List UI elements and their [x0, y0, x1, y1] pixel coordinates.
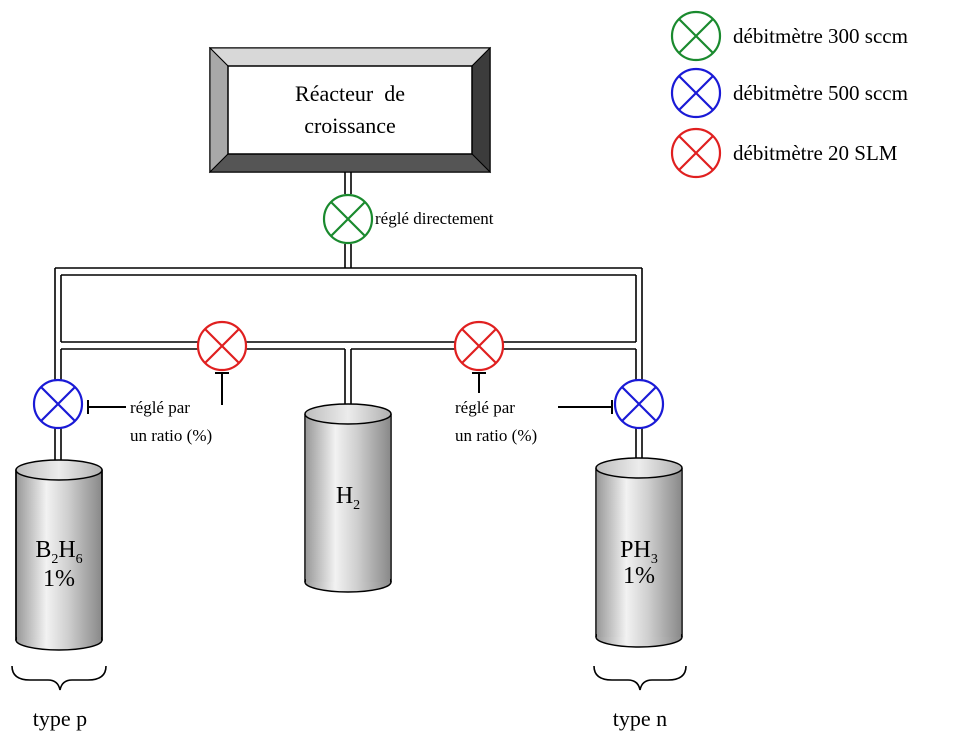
cylinder-b2h6-formula: B2H6: [35, 537, 82, 567]
legend-item-green: débitmètre 300 sccm: [670, 10, 908, 62]
reactor-title-line2: croissance: [304, 113, 396, 138]
brace-left: [11, 665, 107, 691]
pipes: [54, 172, 643, 460]
control-pointers: [87, 372, 613, 414]
legend-label-red: débitmètre 20 SLM: [733, 141, 898, 165]
annotation-ratio-right-2: un ratio (%): [455, 426, 537, 445]
cylinder-h2: H2: [304, 403, 392, 593]
flow-meter-blue-right: [613, 378, 665, 430]
annotation-direct: réglé directement: [375, 209, 494, 228]
annotation-ratio-left-1: réglé par: [130, 398, 190, 417]
reactor-title-line1: Réacteur de: [295, 81, 405, 106]
legend-item-red: débitmètre 20 SLM: [670, 127, 898, 179]
flow-meter-red-right: [453, 320, 505, 372]
legend: débitmètre 300 sccm débitmètre 500 sccm …: [670, 10, 908, 179]
cylinder-b2h6: B2H6 1%: [15, 459, 103, 651]
flow-meter-blue-left: [32, 378, 84, 430]
legend-label-green: débitmètre 300 sccm: [733, 24, 908, 48]
legend-label-blue: débitmètre 500 sccm: [733, 81, 908, 105]
flow-meter-green: [322, 193, 374, 245]
cylinder-h2-formula: H2: [336, 483, 360, 513]
flow-meter-red-left: [196, 320, 248, 372]
cylinder-b2h6-percent: 1%: [43, 566, 75, 592]
cylinder-ph3: PH3 1%: [595, 457, 683, 648]
cylinder-ph3-percent: 1%: [623, 563, 655, 589]
annotation-ratio-left-2: un ratio (%): [130, 426, 212, 445]
annotation-ratio-right-1: réglé par: [455, 398, 515, 417]
cylinder-ph3-formula: PH3: [620, 537, 658, 567]
brace-right: [593, 665, 687, 691]
type-n-label: type n: [613, 706, 667, 731]
legend-item-blue: débitmètre 500 sccm: [670, 67, 908, 119]
reactor-box: Réacteur de croissance: [208, 46, 492, 174]
type-p-label: type p: [33, 706, 87, 731]
